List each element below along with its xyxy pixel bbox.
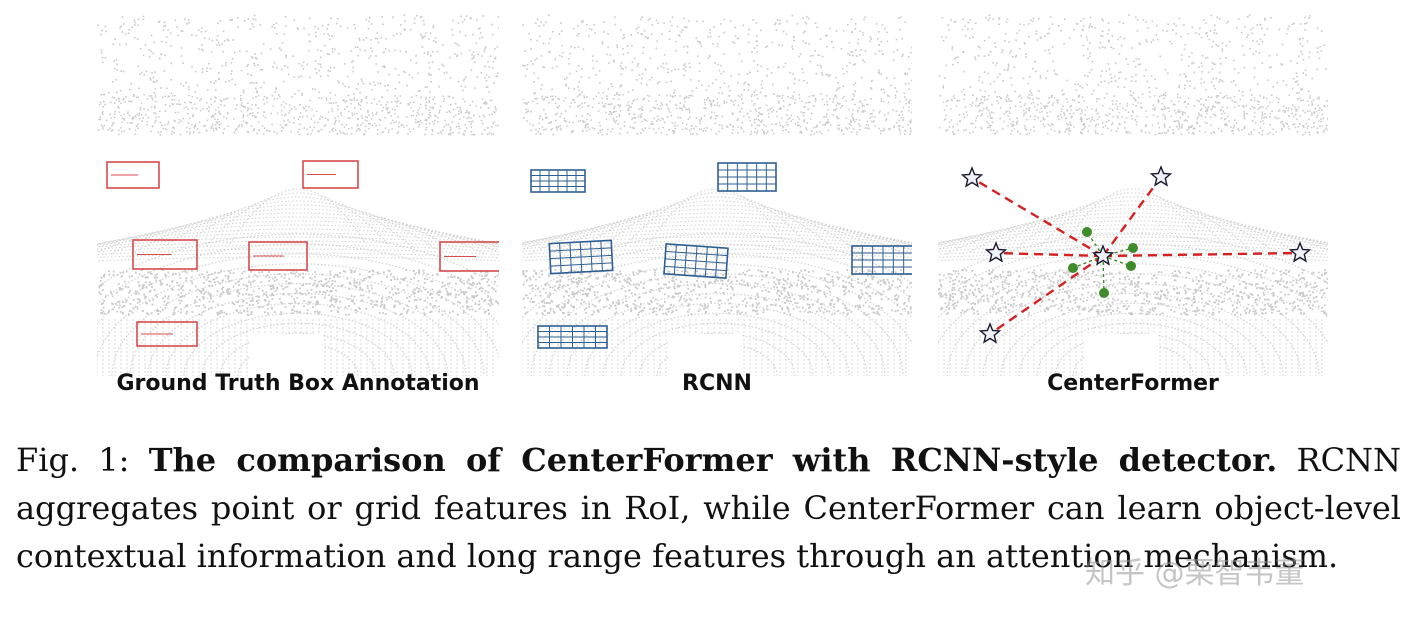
rcnn-grid-box (537, 325, 608, 349)
center-star-icon (960, 166, 984, 188)
panel-centerformer (938, 14, 1328, 376)
feature-point (1082, 227, 1092, 237)
attention-line (1102, 251, 1301, 258)
panel-ground-truth (97, 14, 499, 376)
point-cloud-rcnn (522, 14, 912, 376)
point-cloud (522, 14, 912, 376)
caption-body: RCNN aggregates point or grid features i… (16, 441, 1402, 575)
caption-title: The comparison of CenterFormer with RCNN… (148, 441, 1278, 479)
rcnn-grid-box (530, 169, 586, 193)
center-star-icon (1091, 244, 1115, 266)
caption-label: Fig. 1: (16, 441, 130, 479)
center-star-icon (984, 241, 1008, 263)
feature-points (1068, 227, 1138, 298)
gt-boxes (106, 160, 499, 347)
gt-box (439, 241, 499, 272)
rcnn-grid-box (663, 243, 729, 279)
attention-lines (971, 176, 1301, 335)
feature-point (1068, 263, 1078, 273)
gt-box (106, 161, 160, 189)
center-star-icon (978, 322, 1002, 344)
panel-label-rcnn: RCNN (682, 371, 752, 396)
gt-box (302, 160, 359, 189)
figure-caption: Fig. 1: The comparison of CenterFormer w… (16, 436, 1401, 580)
rcnn-grids (530, 162, 912, 349)
point-cloud (938, 14, 1328, 376)
center-star-icon (1288, 241, 1312, 263)
feature-point (1099, 288, 1109, 298)
rcnn-grid-box (548, 239, 614, 275)
point-cloud-gt (97, 14, 499, 376)
attention-line (1102, 176, 1162, 257)
attention-line (995, 251, 1104, 258)
gt-box (248, 241, 308, 271)
center-star-icon (1149, 165, 1173, 187)
panel-label-centerformer: CenterFormer (1047, 371, 1219, 396)
feature-point (1126, 261, 1136, 271)
panel-rcnn (522, 14, 912, 376)
watermark: 知乎 @栗智韦董 (1085, 556, 1305, 591)
gt-box (136, 321, 198, 347)
attention-line (971, 176, 1104, 258)
rcnn-grid-box (717, 162, 777, 192)
panel-label-gt: Ground Truth Box Annotation (116, 371, 480, 396)
point-cloud (97, 14, 499, 376)
point-cloud-centerformer (938, 14, 1328, 376)
center-stars (960, 165, 1312, 344)
attention-line (989, 255, 1104, 335)
feature-point (1128, 243, 1138, 253)
rcnn-grid-box (851, 245, 912, 275)
gt-box (132, 239, 198, 270)
